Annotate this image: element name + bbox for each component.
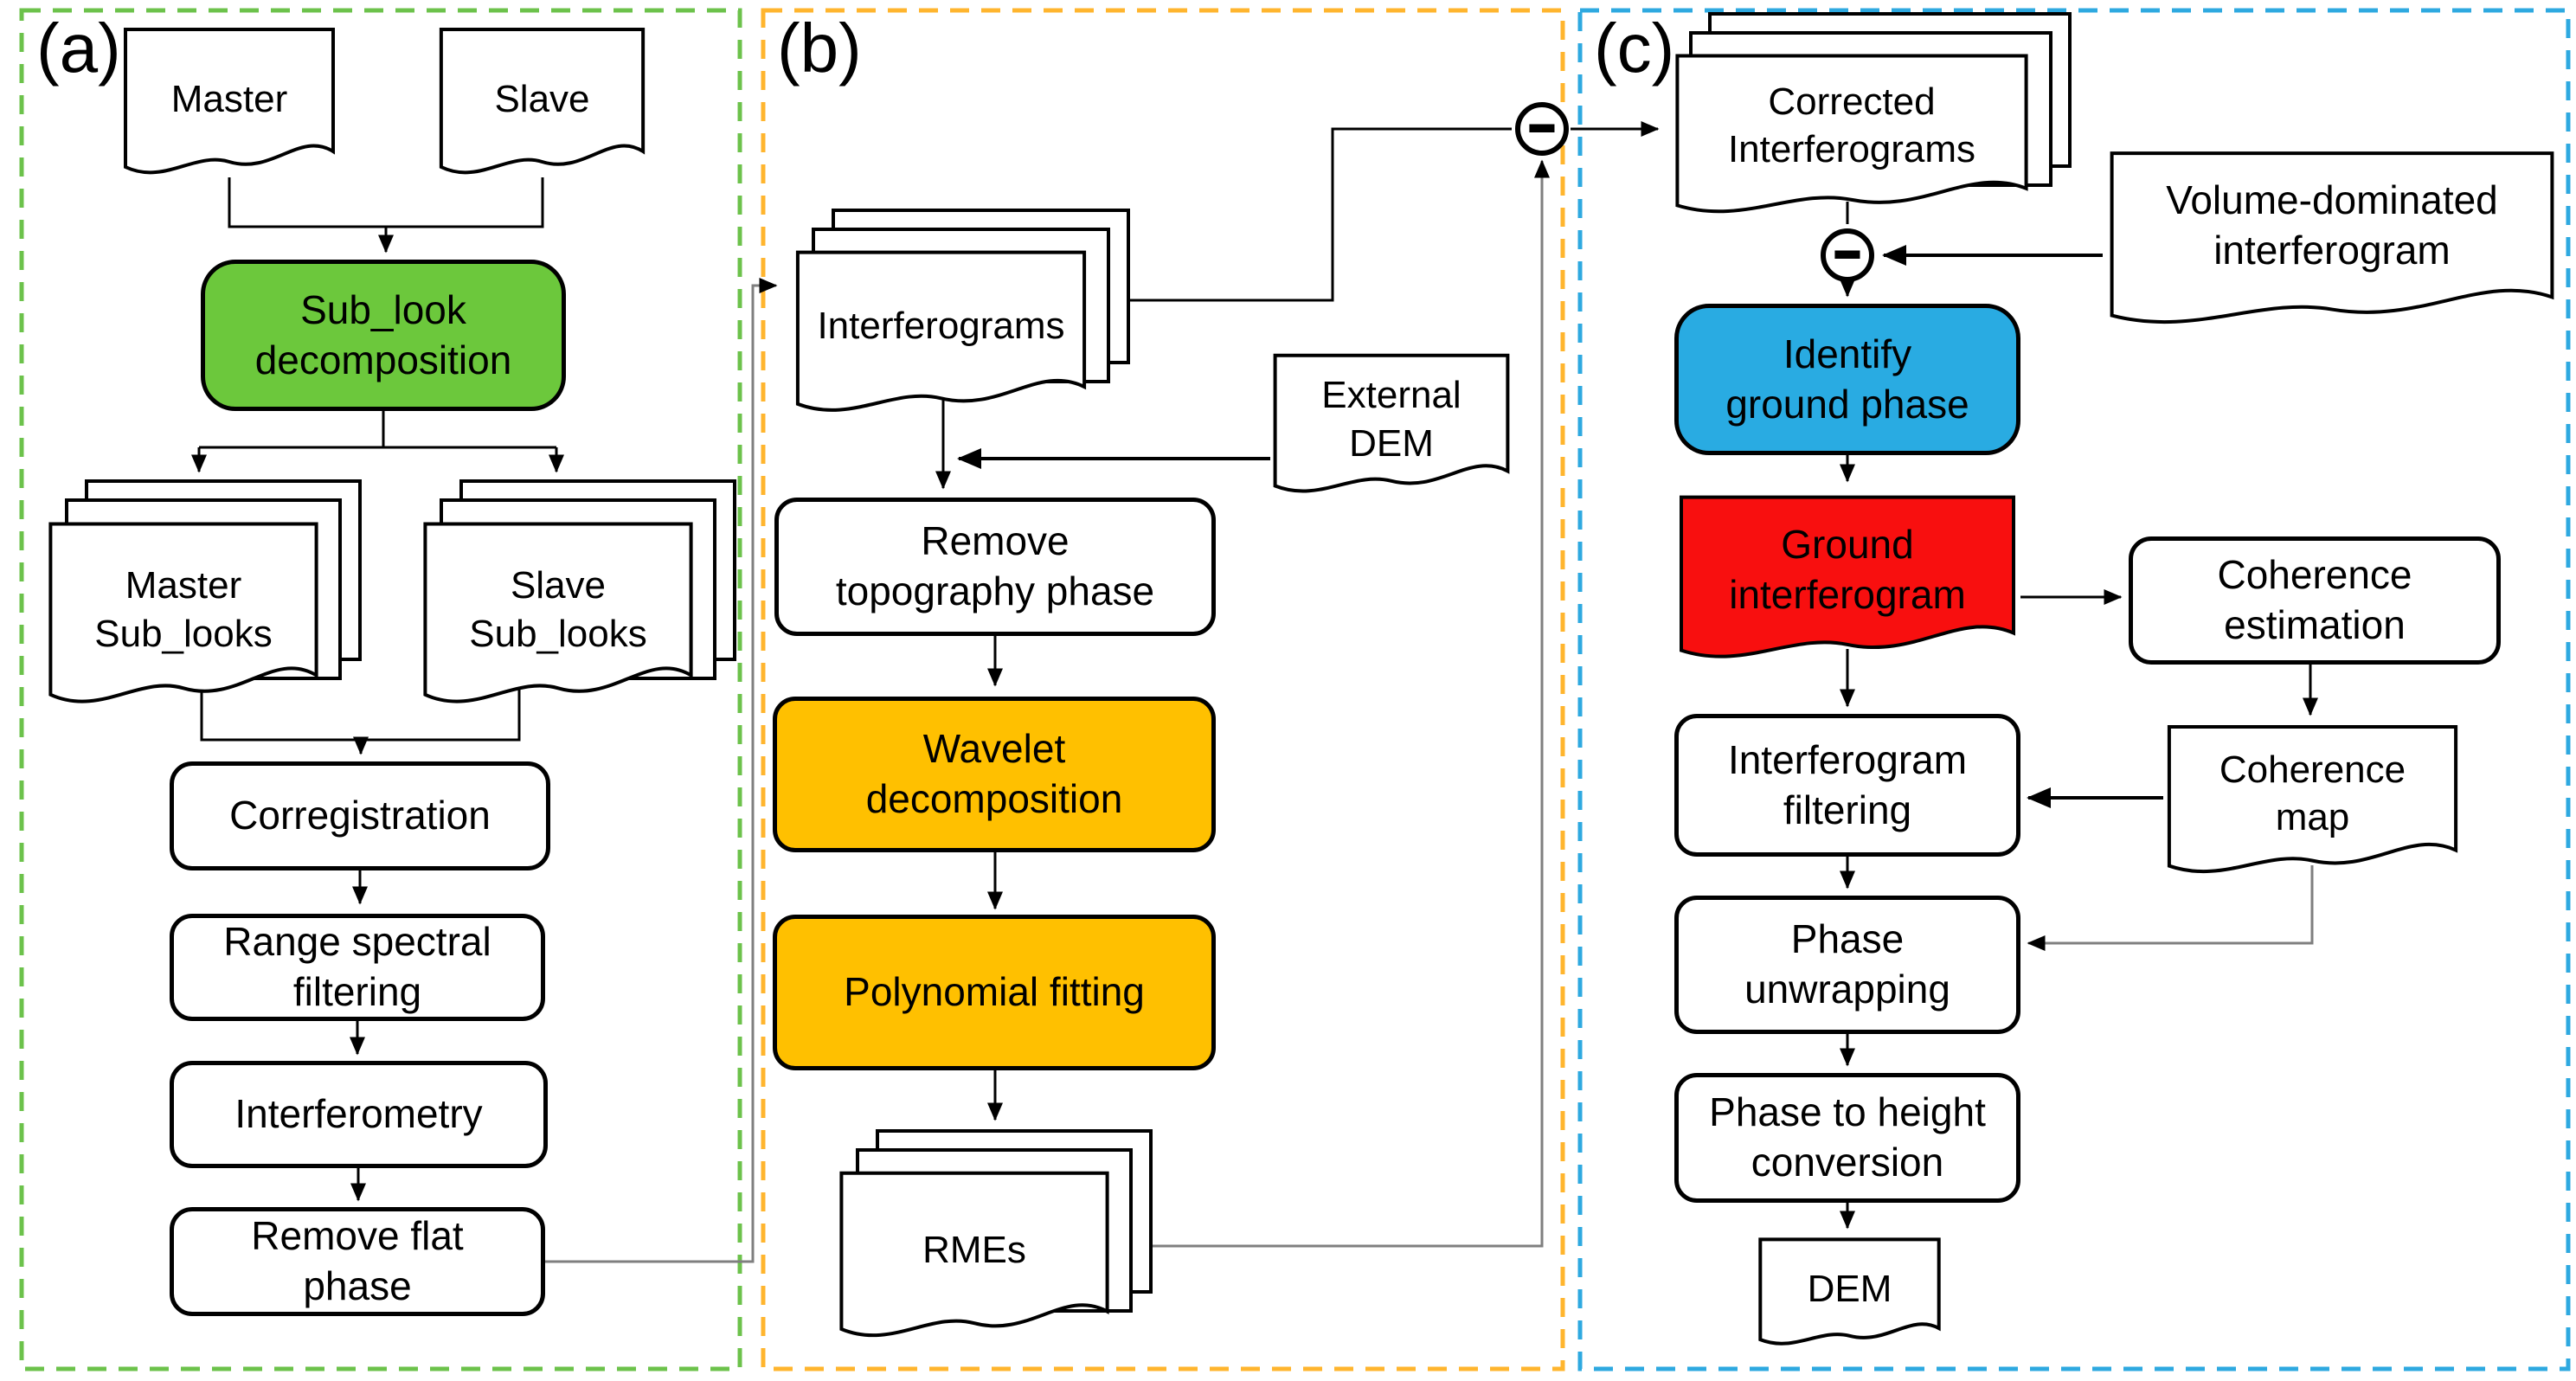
subtract-node-rme: − xyxy=(1515,102,1569,156)
volume-dominated-interferogram-label: Volume-dominated interferogram xyxy=(2166,177,2498,273)
rmes-document: RMEs xyxy=(836,1167,1113,1359)
subtract-node-volume: − xyxy=(1821,228,1874,282)
dem-document: DEM xyxy=(1757,1236,1943,1359)
master-sublooks-label: Master Sub_looks xyxy=(94,564,273,655)
identify-ground-phase-step: Identify ground phase xyxy=(1674,304,2020,455)
ground-interferogram-label: Ground interferogram xyxy=(1729,521,1966,617)
panel-c-wires xyxy=(1840,202,2318,1230)
panel-b-label: (b) xyxy=(777,10,862,87)
phase-to-height-conversion-step: Phase to height conversion xyxy=(1674,1073,2020,1203)
interferogram-filtering-step: Interferogram filtering xyxy=(1674,714,2020,857)
remove-topography-phase-step: Remove topography phase xyxy=(774,498,1216,636)
remove-flat-phase-step: Remove flat phase xyxy=(170,1207,545,1316)
slave-document: Slave xyxy=(437,24,647,193)
slave-label: Slave xyxy=(494,77,590,120)
external-dem-label: External DEM xyxy=(1321,374,1461,465)
panel-c-border xyxy=(1577,8,2571,1371)
panel-b-wires xyxy=(935,121,1660,1121)
master-label: Master xyxy=(170,77,288,120)
range-spectral-filtering-step: Range spectral filtering xyxy=(170,914,545,1021)
slave-sublooks-label: Slave Sub_looks xyxy=(469,564,647,655)
interferometry-step: Interferometry xyxy=(170,1061,548,1168)
coherence-map-label: Coherence map xyxy=(2219,748,2406,838)
corregistration-step: Corregistration xyxy=(170,761,550,870)
panel-a-label: (a) xyxy=(36,10,121,87)
external-dem-document: External DEM xyxy=(1270,350,1513,511)
phase-unwrapping-step: Phase unwrapping xyxy=(1674,896,2020,1034)
interferograms-document: Interferograms xyxy=(792,247,1090,433)
wavelet-decomposition-step: Wavelet decomposition xyxy=(773,697,1216,852)
coherence-map-document: Coherence map xyxy=(2163,722,2462,892)
panel-c-label: (c) xyxy=(1594,10,1675,87)
wire-coherencemap-to-unwrapping xyxy=(2027,865,2314,951)
corrected-interferograms-label: Corrected Interferograms xyxy=(1727,80,1976,171)
corrected-interferograms-document: Corrected Interferograms xyxy=(1670,50,2033,234)
ground-interferogram-document: Ground interferogram xyxy=(1674,491,2020,679)
panel-b-border xyxy=(761,8,1565,1371)
interferograms-label: Interferograms xyxy=(817,305,1065,348)
sublook-decomposition-step: Sub_look decomposition xyxy=(201,260,566,411)
master-document: Master xyxy=(121,24,337,193)
wire-rmes-to-minus xyxy=(1133,159,1550,1248)
slave-sublooks-document: Slave Sub_looks xyxy=(420,517,697,727)
panel-a-border xyxy=(19,8,742,1371)
dem-label: DEM xyxy=(1807,1267,1892,1310)
rmes-label: RMEs xyxy=(922,1229,1026,1272)
master-sublooks-document: Master Sub_looks xyxy=(45,517,322,727)
coherence-estimation-step: Coherence estimation xyxy=(2129,536,2501,665)
panel-a-wires xyxy=(191,177,564,1202)
wire-removeflat-to-interferograms xyxy=(545,278,778,1263)
volume-dominated-interferogram-document: Volume-dominated interferogram xyxy=(2103,147,2561,346)
polynomial-fitting-step: Polynomial fitting xyxy=(773,915,1216,1070)
